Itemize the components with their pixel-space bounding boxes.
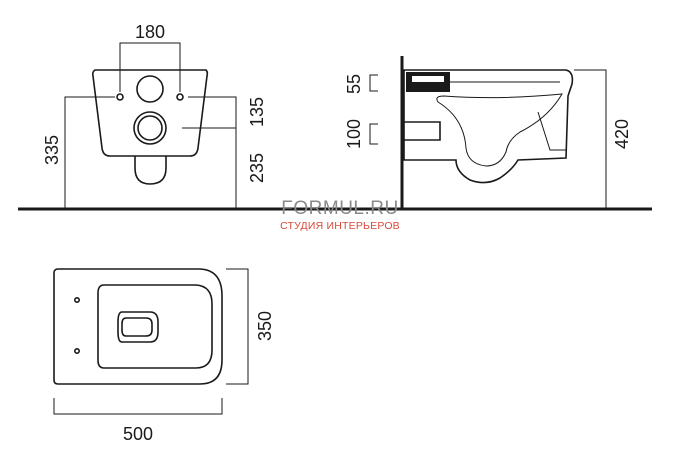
watermark-tagline: СТУДИЯ ИНТЕРЬЕРОВ	[280, 220, 400, 232]
top-fixing-hole-upper	[74, 296, 81, 303]
side-bowl-body	[403, 69, 574, 184]
dim-line-side-total	[574, 69, 607, 209]
side-outlet-pipe	[403, 121, 441, 141]
dim-line-bolt-height	[182, 96, 237, 129]
front-bolt-hole-left	[116, 93, 124, 101]
side-view: 55 100 420	[344, 56, 632, 209]
side-bowl-inner	[436, 93, 563, 167]
dim-line-top-length	[53, 398, 223, 415]
dim-bolt-spacing: 180	[135, 22, 165, 42]
side-rear-detail	[537, 111, 566, 151]
front-bolt-hole-right	[176, 93, 184, 101]
dim-outlet-height-side: 100	[344, 119, 364, 149]
side-fixing-block-slot	[412, 76, 444, 82]
watermark-brand: FORMUL.RU	[281, 198, 398, 219]
dim-line-bolt-spacing	[119, 42, 181, 92]
dim-top-length: 500	[123, 424, 153, 444]
front-outlet-hole-inner	[137, 115, 163, 141]
dim-line-outlet	[369, 123, 378, 145]
dim-bolt-height: 135	[247, 97, 267, 127]
dim-line-top-depth	[226, 268, 249, 385]
dim-outlet-height: 235	[247, 153, 267, 183]
top-drain-inner	[121, 317, 153, 337]
top-view: 350 500	[53, 268, 275, 444]
front-outlet-bump	[134, 154, 167, 185]
top-fixing-hole-lower	[74, 347, 81, 354]
dim-side-total-height: 420	[612, 119, 632, 149]
dim-inlet-height: 55	[344, 74, 364, 94]
watermark: FORMUL.RU СТУДИЯ ИНТЕРЬЕРОВ	[280, 198, 400, 232]
front-view: 180 135 235 335	[18, 22, 652, 211]
dim-line-inlet	[369, 74, 378, 92]
dim-line-total-height	[64, 96, 115, 209]
front-inlet-hole	[136, 75, 164, 103]
dim-total-height: 335	[42, 135, 62, 165]
dim-top-depth: 350	[255, 311, 275, 341]
